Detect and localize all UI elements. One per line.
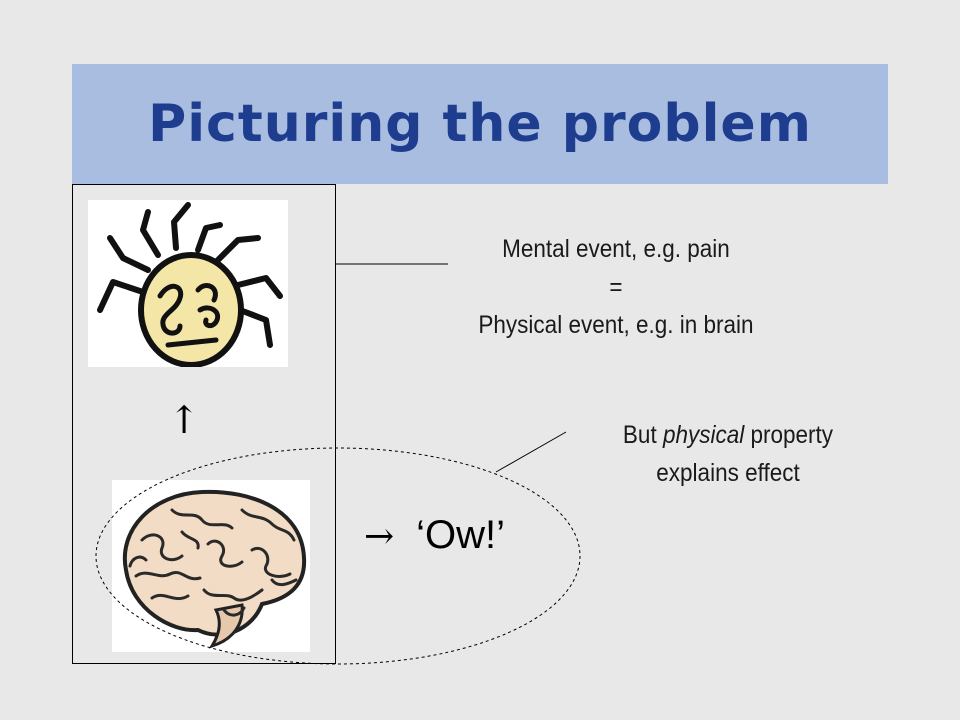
face-icon (88, 200, 288, 368)
mental-line-1: Mental event, e.g. pain (502, 235, 730, 263)
brain-icon (112, 480, 310, 652)
mental-event-text: Mental event, e.g. pain = Physical event… (449, 230, 784, 344)
mental-line-2: = (609, 273, 623, 301)
but-italic: physical (662, 421, 745, 449)
physical-property-text: But physical property explains effect (577, 416, 879, 492)
mental-line-3: Physical event, e.g. in brain (478, 311, 754, 339)
but-suffix: property (744, 421, 834, 449)
ow-text: ‘Ow!’ (416, 513, 506, 557)
slide-title: Picturing the problem (148, 94, 812, 154)
but-prefix: But (622, 421, 663, 449)
physical-pointer-line (495, 431, 567, 473)
up-arrow-icon: ↑ (168, 398, 200, 442)
but-line-2: explains effect (656, 459, 800, 487)
ow-label: → ‘Ow!’ (364, 513, 505, 573)
right-arrow-icon: → (364, 516, 395, 557)
but-line-1: But physical property (577, 416, 879, 454)
title-band: Picturing the problem (72, 64, 888, 184)
